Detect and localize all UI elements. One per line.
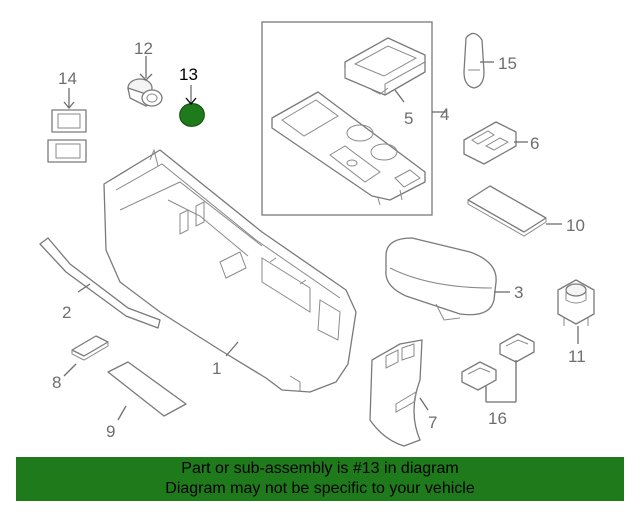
callout-12: 12 [134,39,153,58]
part-10-pad [467,185,547,237]
banner-line-2: Diagram may not be specific to your vehi… [165,480,475,497]
part-7-rear-panel [369,339,423,447]
part-14-socket-set [47,109,87,163]
part-4-group-box [261,21,433,216]
callout-2: 2 [62,303,71,322]
callout-4: 4 [440,105,449,124]
part-9-mat [107,361,187,417]
part-12-socket [127,78,163,107]
banner-line-1: Part or sub-assembly is #13 in diagram [181,460,459,477]
part-3-armrest [385,237,497,321]
callout-5: 5 [404,109,413,128]
part-13-cap [179,103,205,127]
callout-9: 9 [106,422,115,441]
info-banner: Part or sub-assembly is #13 in diagram D… [16,457,624,501]
callout-3: 3 [514,283,523,302]
callout-6: 6 [530,134,539,153]
part-1-console [103,148,357,393]
part-5-tray [344,37,426,96]
parts-diagram: 1 2 3 4 5 6 7 8 9 10 11 12 13 14 15 16 [39,21,595,447]
part-6-switch [463,121,517,165]
callout-10: 10 [566,216,585,235]
callout-1: 1 [212,359,221,378]
part-16-clips [461,333,535,391]
part-8-cap [71,335,109,361]
part-11-knob [557,279,595,326]
callout-8: 8 [52,373,61,392]
callout-13: 13 [179,65,198,84]
callout-16: 16 [488,409,507,428]
leader-lines [63,56,579,421]
callout-15: 15 [498,54,517,73]
part-4-shift-panel [271,91,426,206]
callout-7: 7 [428,413,437,432]
part-15-shift-knob [463,32,485,89]
callout-11: 11 [568,347,586,366]
callout-14: 14 [58,69,77,88]
